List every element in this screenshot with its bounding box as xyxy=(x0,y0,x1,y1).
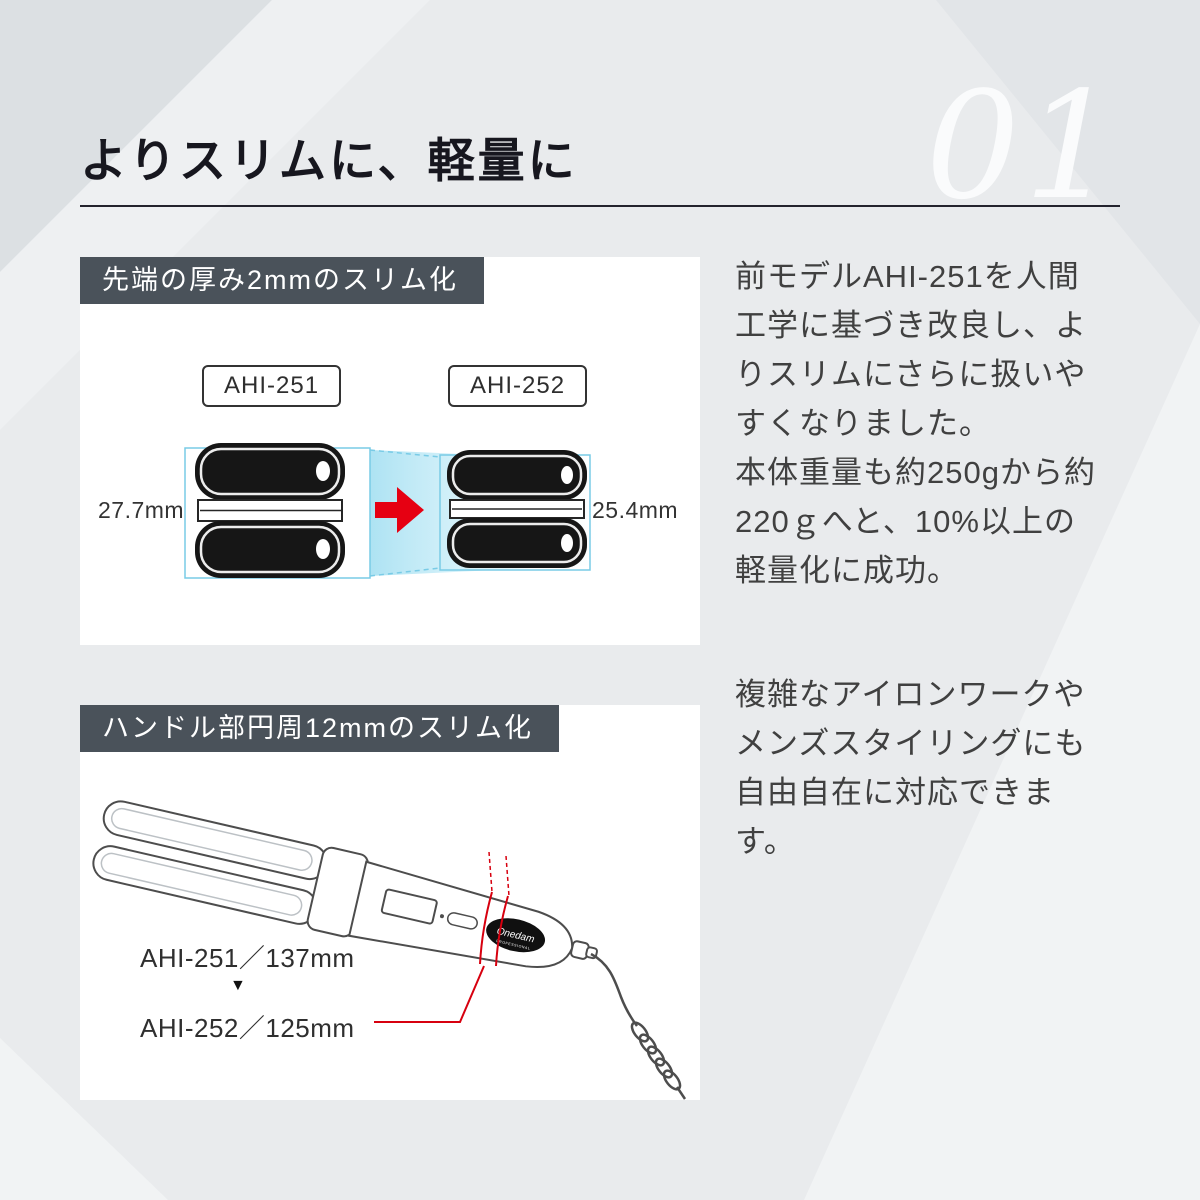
model-label-after: AHI-252 xyxy=(448,365,588,407)
model-label-before: AHI-251 xyxy=(202,365,342,407)
iron-body: Onedam PROFESSIONAL xyxy=(92,800,598,968)
measurement-before: 27.7mm xyxy=(98,497,185,523)
red-leader-line xyxy=(374,965,485,1023)
brand-logo: Onedam PROFESSIONAL xyxy=(486,918,546,953)
red-measure-marks xyxy=(479,851,510,967)
card-slim-tip: 先端の厚み2mmのスリム化 AHI-251 AHI-252 xyxy=(80,257,700,645)
card-slim-handle-header: ハンドル部円周12mmのスリム化 xyxy=(80,705,560,752)
beam-dashed-edge-top xyxy=(369,449,441,458)
brand-sub: PROFESSIONAL xyxy=(496,939,531,951)
description-column: 前モデルAHI-251を人間 工学に基づき改良し、よ りスリムにさらに扱いや す… xyxy=(735,252,1135,866)
card-slim-handle: ハンドル部円周12mmのスリム化 Oned xyxy=(80,705,700,1100)
iron-line-illustration: Onedam PROFESSIONAL xyxy=(92,800,687,1100)
tip-before-illustration xyxy=(195,443,345,578)
description-paragraph-1: 前モデルAHI-251を人間 工学に基づき改良し、よ りスリムにさらに扱いや す… xyxy=(735,259,1096,588)
tip-after-illustration xyxy=(447,450,587,568)
power-slider xyxy=(446,912,478,930)
display-window xyxy=(380,888,438,925)
section-number: 01 xyxy=(925,60,1122,232)
card-slim-tip-header: 先端の厚み2mmのスリム化 xyxy=(80,257,484,304)
title-rule xyxy=(80,205,1120,207)
measurement-after: 25.4mm xyxy=(592,497,679,523)
page-title: よりスリムに、軽量に xyxy=(80,134,578,187)
spec-after: AHI-252／125mm xyxy=(140,1013,355,1043)
power-cord xyxy=(590,952,687,1100)
tip-comparison-illustration xyxy=(184,443,600,579)
description-paragraph-2: 複雑なアイロンワークや メンズスタイリングにも 自由自在に対応できま す。 xyxy=(735,677,1087,859)
beam-dashed-edge-bottom xyxy=(369,567,441,577)
arrow-right-icon xyxy=(375,487,424,533)
spec-before: AHI-251／137mm xyxy=(140,943,355,973)
arrow-down-icon: ▼ xyxy=(230,977,246,994)
